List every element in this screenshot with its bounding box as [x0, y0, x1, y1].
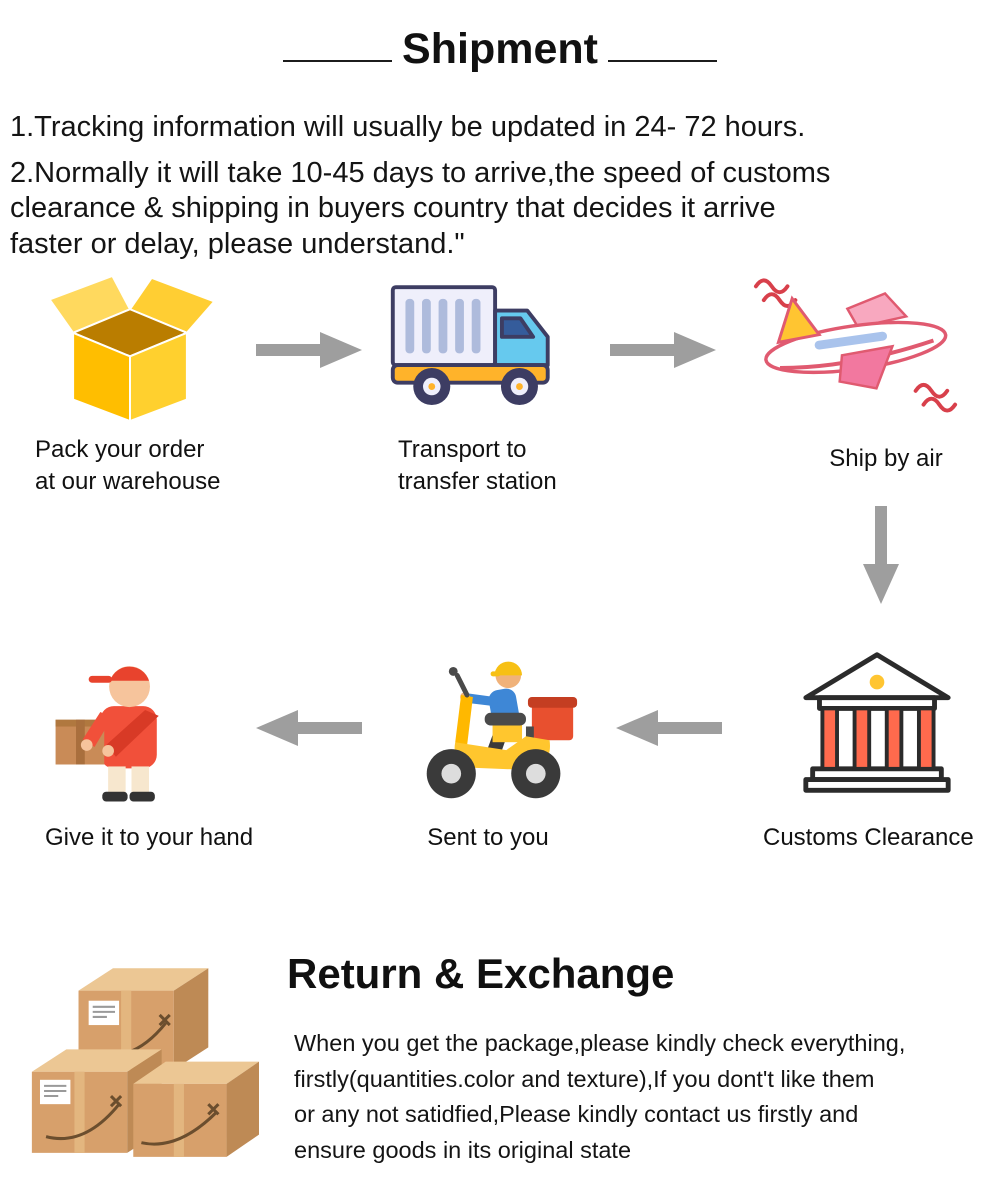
- title-rule-left: [283, 60, 393, 63]
- arrow-left-icon-2: [256, 708, 362, 748]
- arrow-left-icon-1: [616, 708, 722, 748]
- shipment-note-2: 2.Normally it will take 10-45 days to ar…: [10, 157, 831, 260]
- return-exchange-title: Return & Exchange: [287, 950, 675, 997]
- airplane-icon: [750, 266, 962, 420]
- delivery-truck-icon: [385, 278, 575, 422]
- return-exchange-body: When you get the package,please kindly c…: [294, 1030, 906, 1164]
- arrow-down-icon: [861, 506, 901, 604]
- open-box-icon: [30, 272, 230, 424]
- delivery-scooter-icon: [410, 642, 582, 808]
- step-label-sent: Sent to you: [427, 824, 549, 851]
- arrow-right-icon-1: [256, 330, 362, 370]
- shipment-header: Shipment: [283, 25, 717, 73]
- page-title: Shipment: [402, 25, 598, 73]
- step-label-hand: Give it to your hand: [45, 824, 254, 851]
- step-label-pack: Pack your order at our warehouse: [35, 436, 221, 496]
- courier-icon: [40, 646, 186, 810]
- step-label-transport: Transport to transfer station: [398, 436, 557, 496]
- step-label-ship-by-air: Ship by air: [829, 445, 943, 472]
- arrow-right-icon-2: [610, 330, 716, 370]
- carton-boxes-icon: [14, 948, 286, 1166]
- step-label-customs: Customs Clearance: [763, 824, 974, 851]
- customs-building-icon: [799, 648, 955, 800]
- title-rule-right: [607, 60, 717, 63]
- shipment-note-1: 1.Tracking information will usually be u…: [10, 111, 806, 143]
